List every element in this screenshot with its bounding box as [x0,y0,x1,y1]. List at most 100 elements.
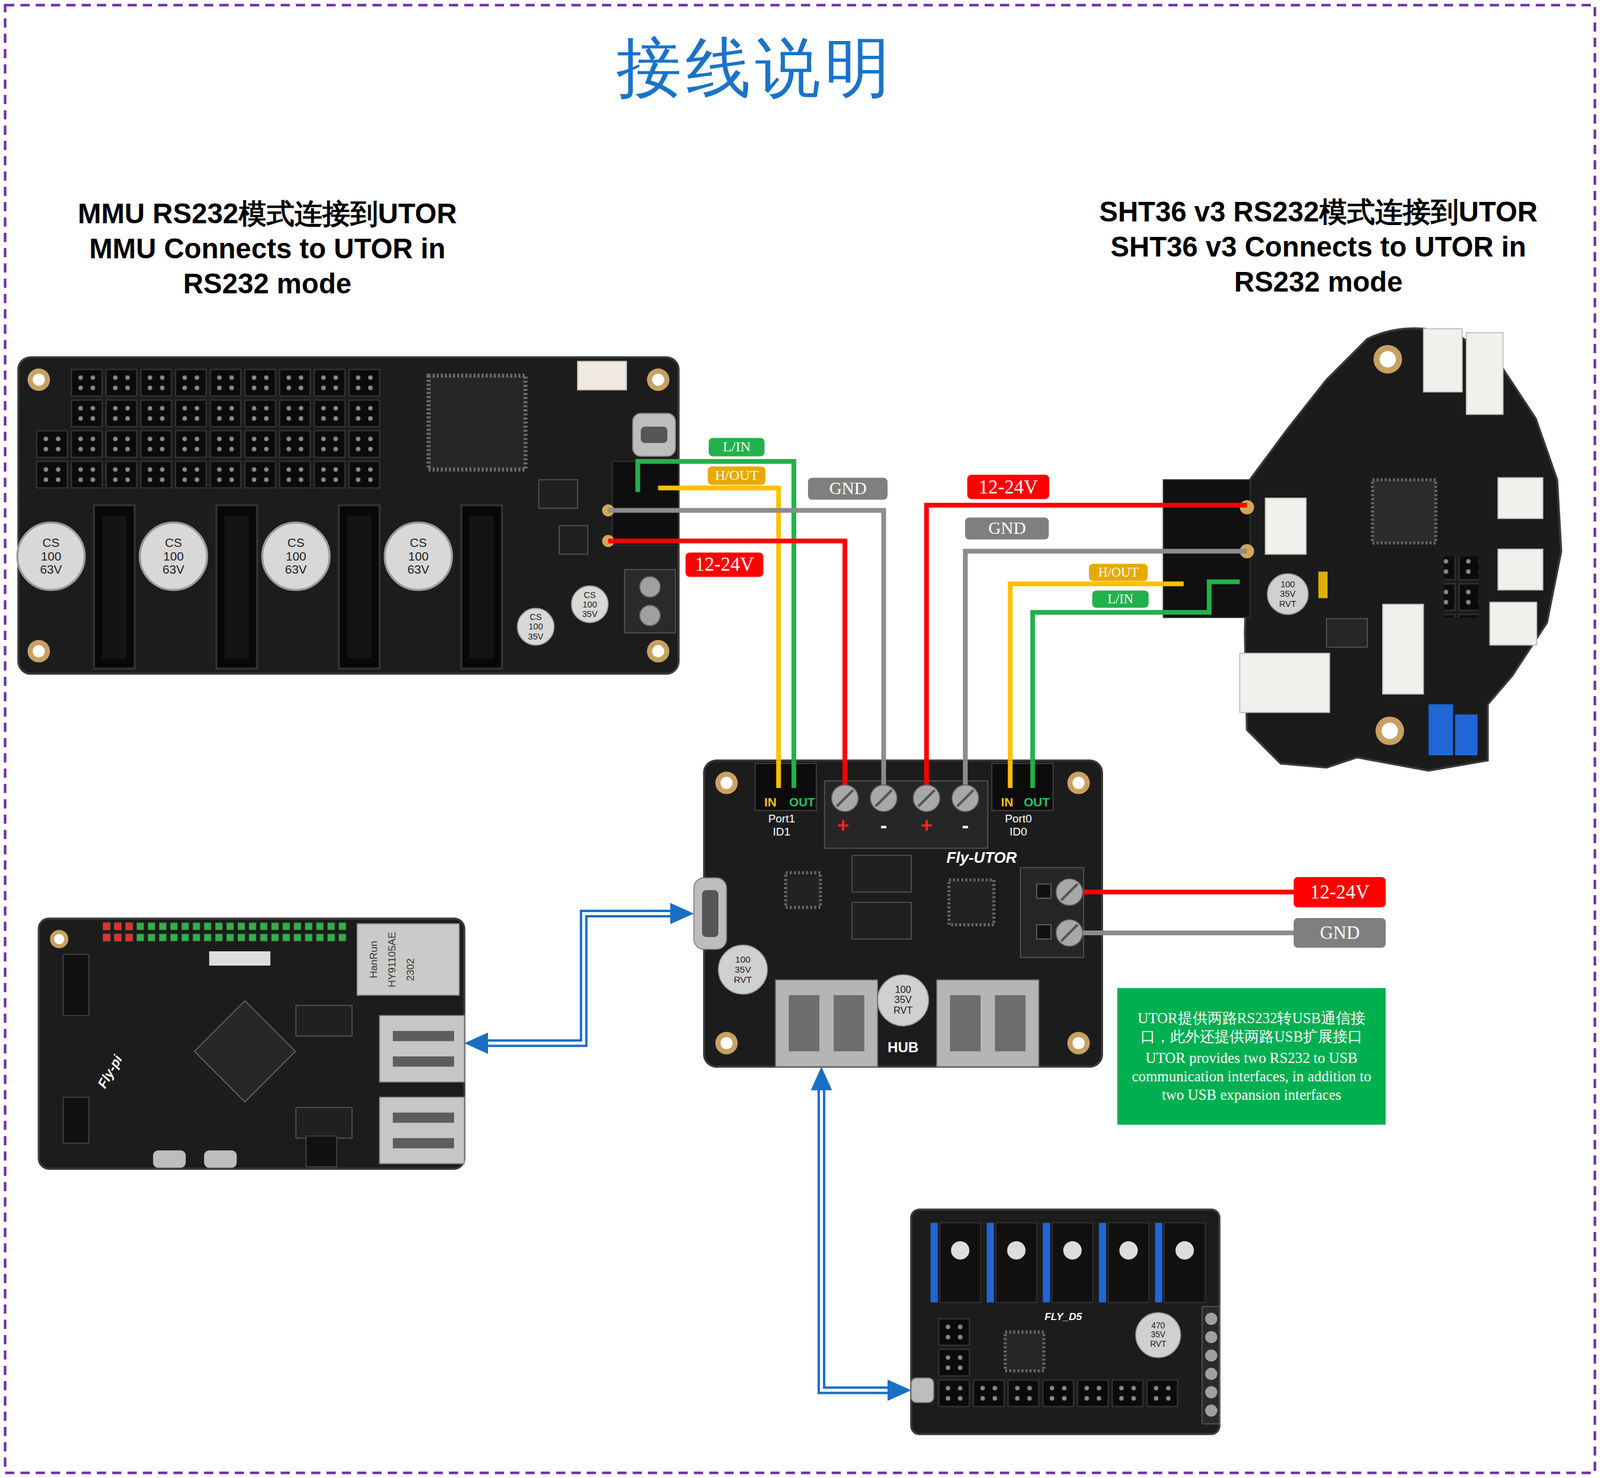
power-wire [1101,889,1294,895]
usb-a-port [379,1015,465,1082]
wire-stub [637,461,679,493]
jst-connector [1239,653,1330,713]
capacitor-marking: 100 35V RVT [730,954,755,985]
dip-switch [1318,571,1328,599]
jst-connector [1382,604,1424,695]
blue-header [930,1222,939,1302]
port-group-name: HUB [887,1038,919,1055]
jst-connector [755,763,817,811]
input-label-text: GND [1301,922,1378,944]
capacitor [1119,1240,1138,1260]
screw [1205,1312,1218,1326]
capacitor [1135,1312,1181,1358]
mounting-hole [49,929,69,949]
blue-header [1155,1222,1163,1302]
wire-stub [1008,760,1013,788]
mounting-hole [715,1031,738,1055]
capacitor [951,1240,970,1260]
jack-marking: HY91105AE [386,931,398,987]
usb-a-slot [789,995,820,1052]
mcu-chip [1372,479,1437,544]
capacitor-marking: CS 100 63V [281,536,312,577]
screw [640,576,661,597]
pin-name: OUT [1023,795,1050,810]
sht36-toolboard: SHT36 v3 RS232模式连接到UTORSHT36 v3 Connects… [1163,326,1561,771]
pcb [911,1209,1220,1434]
ic-chip [539,479,578,509]
usb-a-slot [393,1030,455,1041]
mounting-hole [1375,716,1405,746]
utor-board-art [694,760,1103,1067]
ethernet-jack [357,923,460,996]
usb-a-slot [833,995,865,1052]
mounting-hole [1373,344,1402,374]
polarity-mark: + [920,814,933,838]
signal-wire [1010,583,1164,760]
fpc-connector [208,951,271,966]
driver-socket [102,515,127,659]
usb-a-port [379,1097,465,1164]
connector-group [473,461,1294,1390]
mmu-board-art [17,357,679,674]
wire-stub [607,507,679,513]
blue-header [1043,1222,1051,1302]
pcb [38,918,465,1169]
mounting-hole [651,373,665,386]
board-heading: MMU RS232模式连接到UTOR [52,195,482,231]
jst-connector [1466,332,1504,415]
mounting-hole [1379,350,1397,368]
pin-header [936,1377,1180,1409]
capacitor-marking: 100 35V RVT [890,984,916,1017]
usb-a-slot [393,1112,455,1123]
note-box: UTOR提供两路RS232转USB通信接口，此外还提供两路USB扩展接口UTOR… [1117,987,1386,1125]
usb-c-port [632,413,676,456]
usb-a-port [936,979,1039,1067]
wire-label: L/IN [708,437,766,456]
mcu-chip [1005,1331,1044,1371]
screw [1205,1348,1218,1362]
wire-label: H/OUT [1088,564,1149,582]
board-heading: MMU Connects to UTOR in RS232 mode [52,230,482,302]
ground-wire [965,550,1164,760]
jack-marking: 2302 [404,958,416,981]
port-id: ID0 [1009,825,1028,839]
mounting-hole [720,776,733,790]
wire-stub [1163,581,1184,586]
mounting-hole [54,933,65,944]
wire-label: GND [965,517,1050,540]
connector-inner-line [488,913,671,1043]
mounting-hole [720,1036,733,1050]
port-id: ID1 [772,825,791,839]
jack-marking: HanRun [368,940,380,978]
note-text: UTOR provides two RS232 to USB communica… [1123,1048,1380,1104]
pin-name: IN [1000,795,1014,810]
mounting-hole [27,368,50,392]
usb-a-slot [393,1138,455,1149]
driver-slot [939,1222,981,1302]
wire-label: L/IN [1092,590,1149,608]
connector-inner-line [821,1090,888,1390]
mcu-chip [428,375,526,470]
mounting-hole [32,373,46,386]
gpio-header [100,920,135,943]
side-connector [63,954,90,1016]
ic-chip [851,854,912,892]
mounting-hole [27,640,50,663]
power-wire [926,505,1164,761]
memory-chip [295,1005,353,1036]
usb-c-port [204,1149,237,1168]
gpio-header [100,920,348,943]
usb-c-port [694,877,727,949]
mounting-hole [1381,722,1399,740]
blue-connector [1455,714,1478,756]
capacitor [571,585,609,623]
power-wire [678,540,845,761]
polarity-mark: - [961,814,969,838]
pin-header [936,1316,972,1378]
usb-link-arrow [473,913,685,1043]
capacitor-marking: CS 100 35V [579,590,601,619]
capacitor [139,522,207,590]
driver-slot [1108,1222,1150,1302]
screw [640,604,661,626]
